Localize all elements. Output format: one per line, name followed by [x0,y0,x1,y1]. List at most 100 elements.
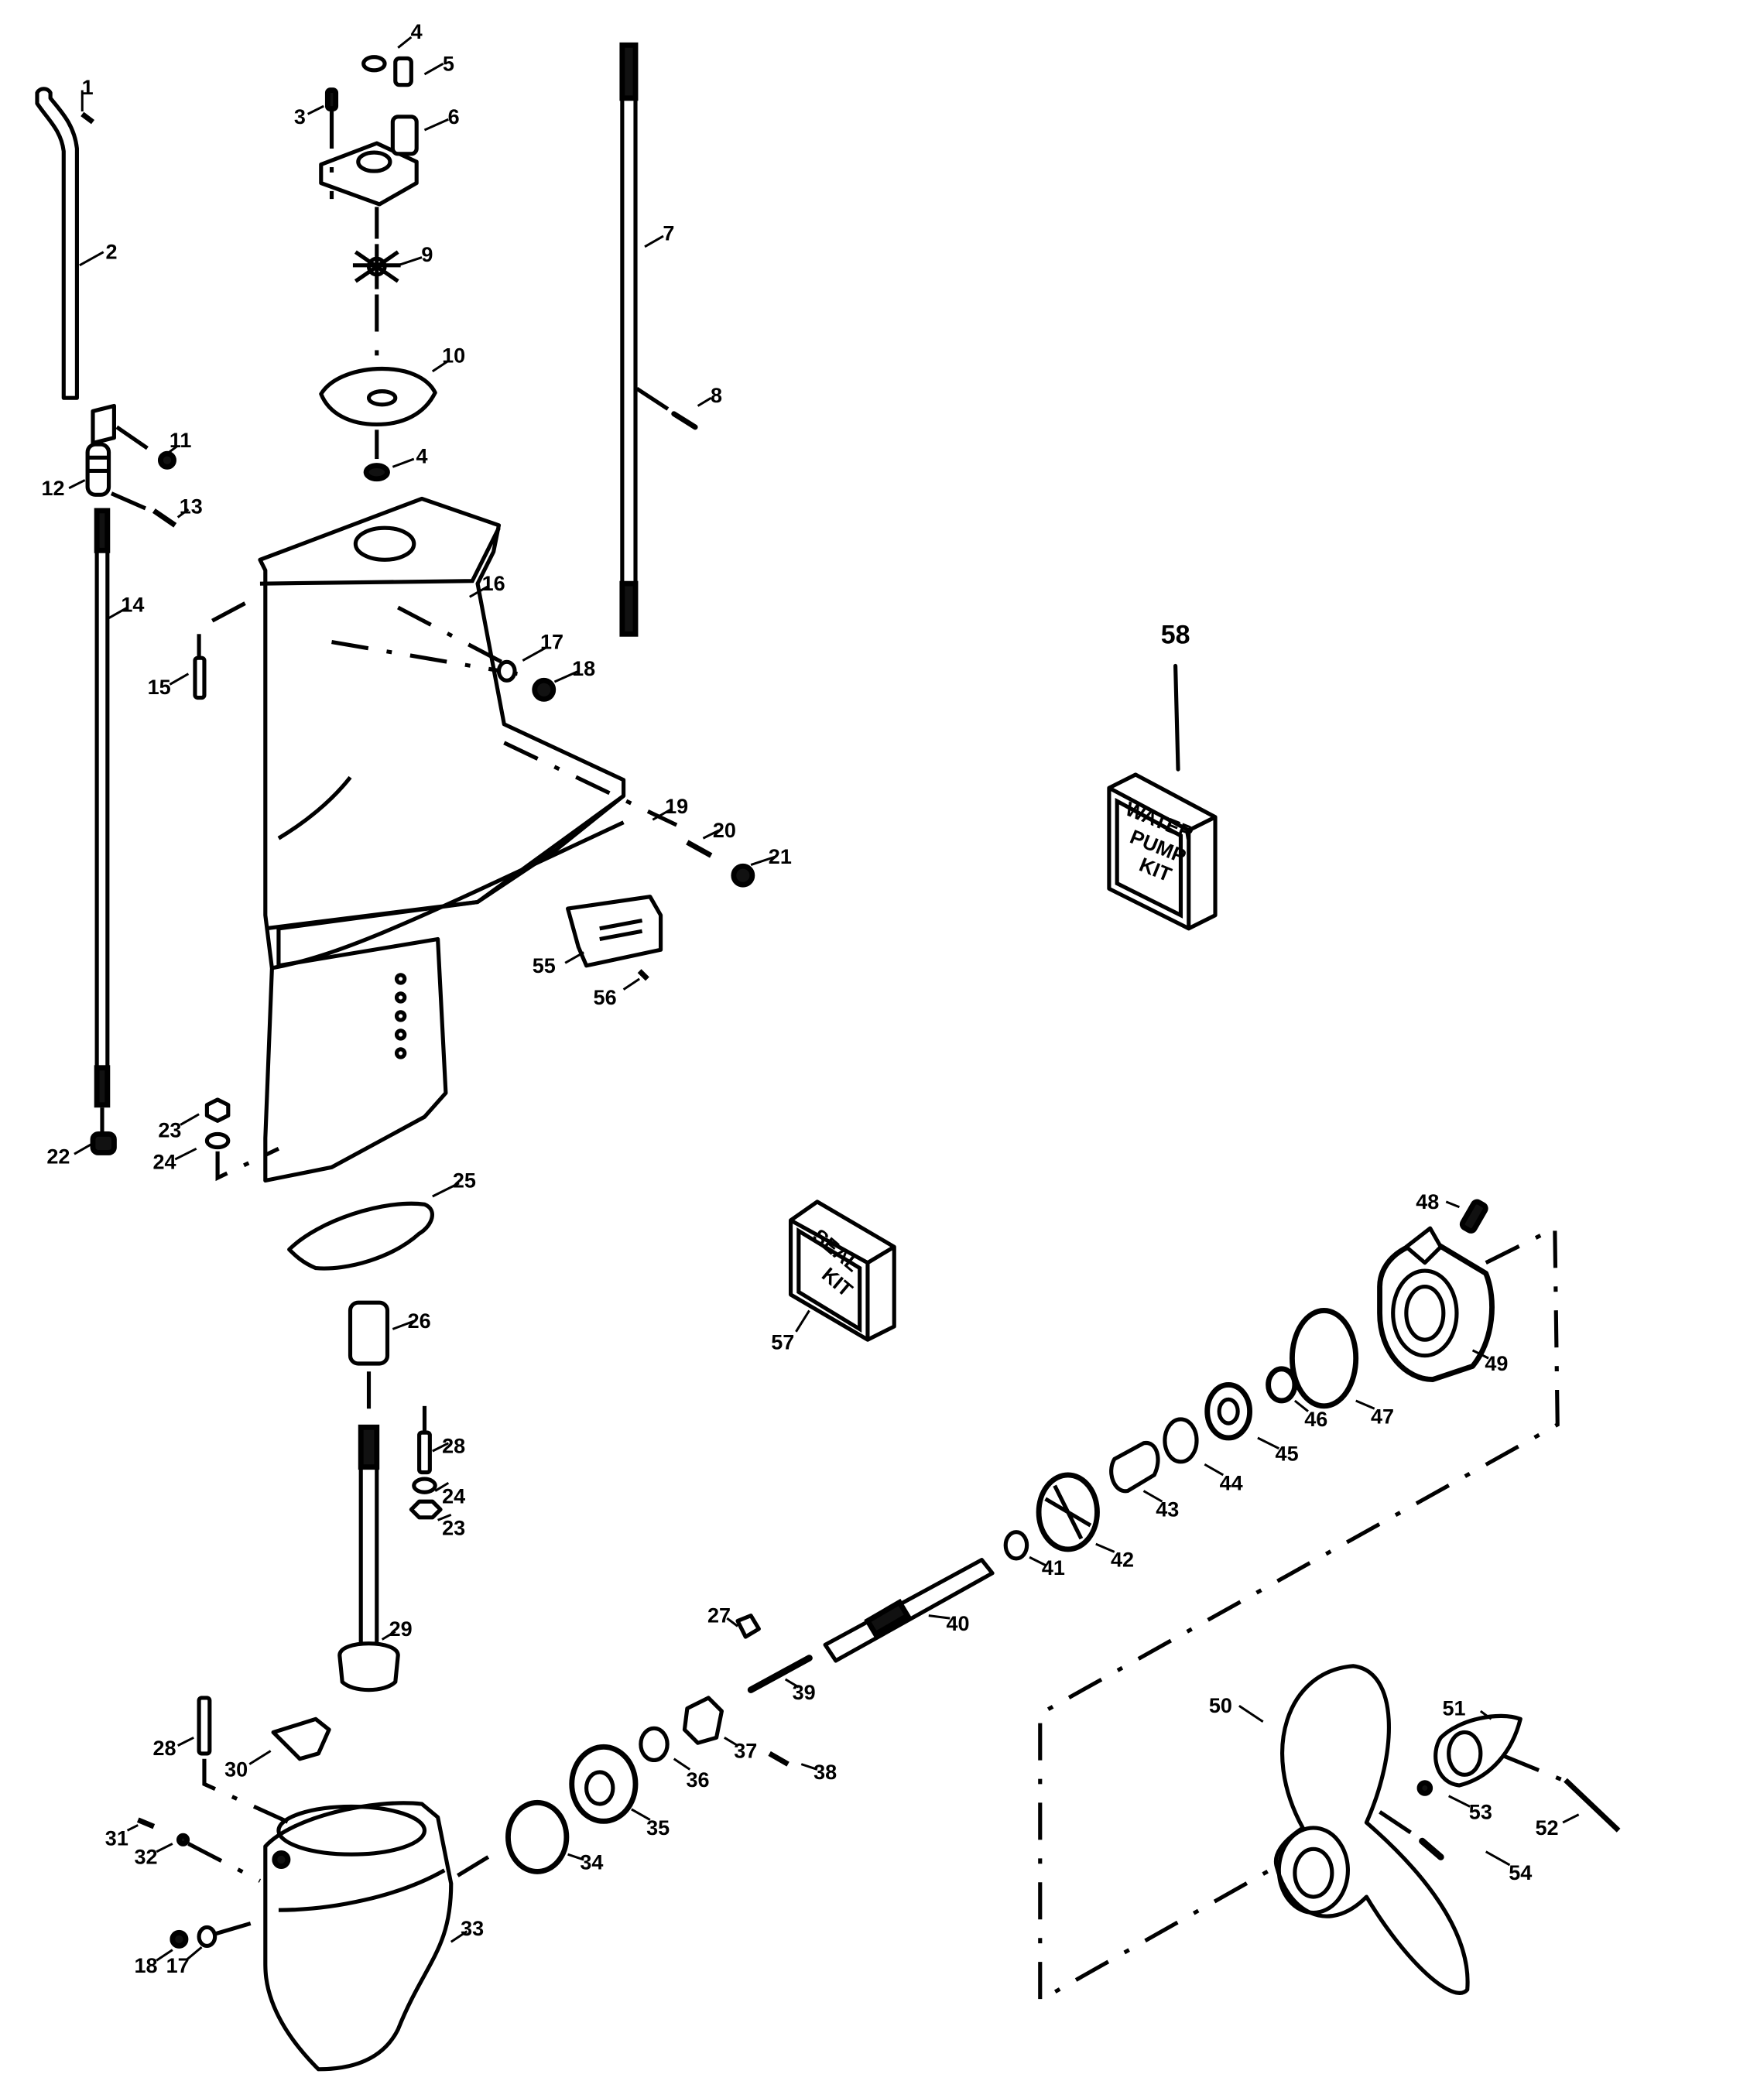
callout-17: 17 [166,1946,203,1977]
callout-leader-line [795,1309,810,1333]
callout-leader-line [702,829,720,840]
callout-56: 56 [594,977,640,1009]
callout-leader-line [928,1614,951,1620]
seal-kit [788,1200,896,1342]
callout-33: 33 [450,1917,484,1943]
pin-38 [768,1751,790,1767]
callout-leader-line [174,1147,197,1161]
callout-44: 44 [1204,1463,1243,1494]
callout-leader-line [126,1824,139,1832]
lower-shift-rod [94,508,111,1108]
callout-2: 2 [79,241,117,267]
callout-9: 9 [397,243,433,267]
callout-55: 55 [533,951,584,977]
callout-number: 48 [1416,1190,1439,1213]
callout-leader-line [652,808,673,821]
gearcase [263,1801,454,2072]
callout-number: 14 [121,594,144,617]
callout-14: 14 [108,594,144,620]
pin-13 [152,508,177,528]
callout-leader-line [397,36,413,49]
callout-leader-line [622,977,640,991]
washer-17b [197,1925,218,1949]
callout-22: 22 [46,1142,94,1169]
bolt-15 [193,655,207,700]
drive-shaft-housing [258,496,626,1183]
callout-leader-line [450,1930,468,1943]
callout-leader-line [307,104,324,115]
screw-56 [637,969,649,981]
callout-number: 13 [180,495,203,519]
callout-number: 3 [294,105,306,128]
callout-leader-line [1445,1200,1460,1209]
callout-number: 22 [46,1145,70,1169]
callout-number: 54 [1509,1861,1532,1884]
callout-17: 17 [522,631,563,662]
callout-51: 51 [1443,1697,1492,1720]
callout-leader-line [564,951,584,964]
callout-leader-line [108,606,128,620]
impeller-plate [319,366,437,427]
callout-38: 38 [800,1761,837,1784]
bushing [1109,1441,1160,1494]
callout-number: 19 [665,795,688,818]
callout-number: 24 [442,1484,465,1508]
callout-leader-line [1257,1436,1279,1450]
pin-8 [671,411,698,430]
callout-leader-line [176,508,190,519]
seal-46 [1266,1366,1298,1404]
callout-number: 9 [421,243,433,266]
callout-leader-line [1238,1704,1264,1723]
screw-18 [532,677,557,702]
callout-18: 18 [553,657,595,683]
callout-number: 23 [158,1118,181,1141]
callout-number: 40 [946,1612,969,1635]
callout-13: 13 [176,495,203,519]
callout-8: 8 [697,384,722,407]
callout-47: 47 [1355,1399,1394,1429]
callout-number: 7 [663,222,674,245]
callout-58: 58 [1161,621,1190,650]
callout-leader-line [248,1750,272,1765]
screw-18b [170,1929,189,1949]
callout-leader-line [184,1946,203,1962]
callout-leader-line [392,457,415,468]
callout-number: 25 [453,1169,476,1192]
shift-plunger [747,1655,813,1693]
screw-3 [324,87,339,111]
callout-46: 46 [1293,1399,1327,1431]
callout-37: 37 [724,1737,757,1762]
callout-4: 4 [397,20,423,49]
stud-28 [417,1430,432,1475]
callout-leader-line [1562,1813,1580,1824]
callout-leader-line [644,234,664,248]
callout-number: 29 [389,1617,413,1641]
callout-leader-line [1095,1542,1115,1553]
callout-number: 27 [707,1604,731,1627]
callout-31: 31 [105,1824,139,1850]
callout-number: 49 [1485,1352,1508,1375]
callout-5: 5 [423,52,454,76]
callout-number: 50 [1209,1694,1232,1717]
callout-leader-line [431,359,450,373]
callout-number: 43 [1156,1498,1179,1521]
callout-number: 34 [580,1850,603,1874]
callout-number: 26 [408,1309,431,1333]
callout-leader-line [553,669,579,683]
callout-leader-line [469,585,489,598]
callout-15: 15 [148,673,190,699]
callout-leader-line [567,1853,584,1861]
callout-leader-line [166,444,179,455]
callout-27: 27 [707,1604,738,1627]
callout-number: 53 [1469,1800,1492,1823]
callout-leader-line [74,1142,94,1155]
callout-leader-line [1204,1463,1225,1477]
nut-23b [409,1499,443,1520]
gasket-25 [287,1201,434,1271]
callout-leader-line [177,1736,194,1747]
callout-35: 35 [631,1808,670,1840]
callout-leader-line [1293,1399,1309,1412]
impeller [352,244,401,289]
forward-gear [569,1744,639,1824]
